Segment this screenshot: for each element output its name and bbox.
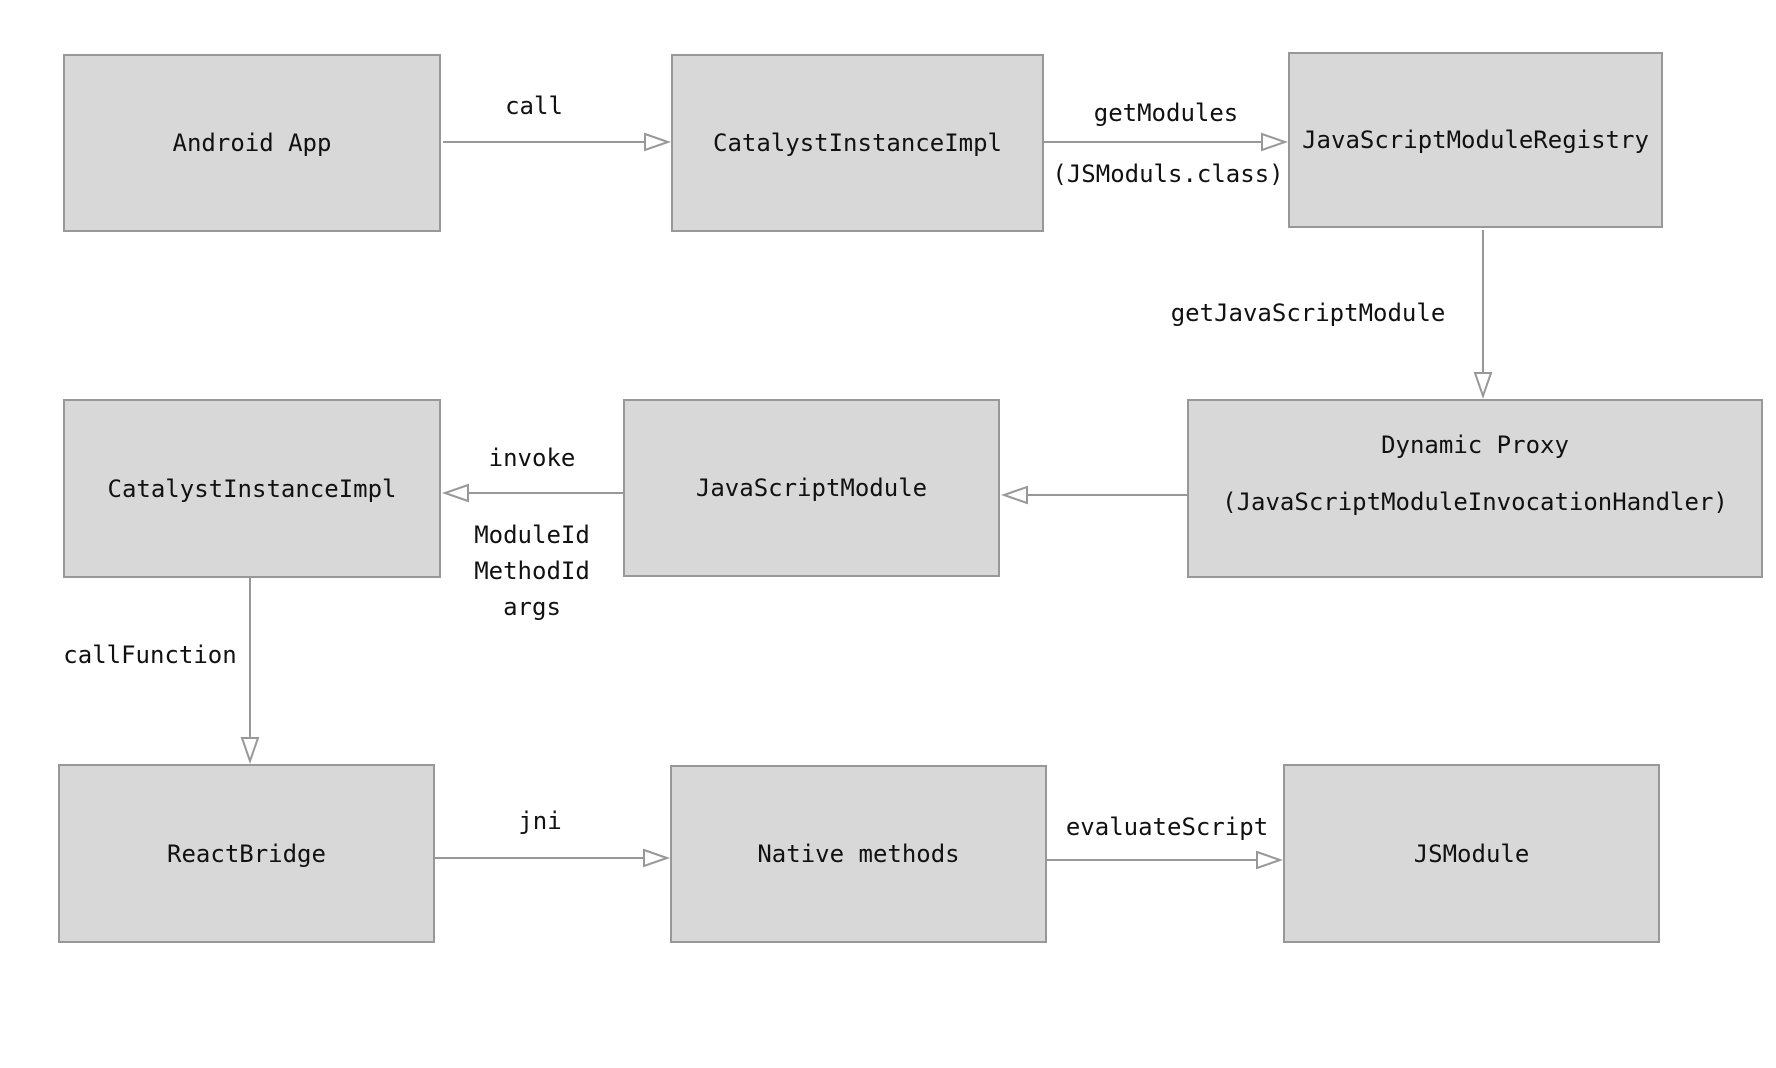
edge-label-evaluate-script: evaluateScript bbox=[1065, 813, 1269, 841]
edge-label-get-javascript-module: getJavaScriptModule bbox=[1170, 299, 1446, 327]
node-label: JavaScriptModule bbox=[695, 474, 928, 502]
node-catalyst-instance-impl-top: CatalystInstanceImpl bbox=[671, 54, 1044, 232]
edge-label-method-id: MethodId bbox=[474, 557, 590, 585]
node-label: Native methods bbox=[757, 840, 960, 868]
node-react-bridge: ReactBridge bbox=[58, 764, 435, 943]
node-dynamic-proxy: Dynamic Proxy (JavaScriptModuleInvocatio… bbox=[1187, 399, 1763, 578]
edge-label-get-modules: getModules bbox=[1093, 99, 1239, 127]
node-javascript-module-registry: JavaScriptModuleRegistry bbox=[1288, 52, 1663, 228]
node-javascript-module: JavaScriptModule bbox=[623, 399, 1000, 577]
edge-label-jsmoduls-class: (JSModuls.class) bbox=[1052, 160, 1284, 188]
node-label: CatalystInstanceImpl bbox=[713, 129, 1002, 157]
edge-label-args: args bbox=[503, 593, 561, 621]
node-android-app: Android App bbox=[63, 54, 441, 232]
node-label: Dynamic Proxy bbox=[1381, 431, 1569, 459]
node-label: JSModule bbox=[1413, 839, 1530, 868]
edge-label-call: call bbox=[505, 92, 563, 120]
edge-label-module-id: ModuleId bbox=[474, 521, 590, 549]
edge-label-jni: jni bbox=[518, 807, 562, 835]
node-label: JavaScriptModuleRegistry bbox=[1302, 126, 1649, 154]
node-label: ReactBridge bbox=[167, 839, 326, 868]
node-native-methods: Native methods bbox=[670, 765, 1047, 943]
edge-label-invoke: invoke bbox=[488, 444, 576, 472]
node-catalyst-instance-impl-mid: CatalystInstanceImpl bbox=[63, 399, 441, 578]
node-label: Android App bbox=[172, 129, 332, 157]
node-label: CatalystInstanceImpl bbox=[107, 474, 397, 503]
node-sublabel: (JavaScriptModuleInvocationHandler) bbox=[1222, 488, 1728, 516]
node-js-module: JSModule bbox=[1283, 764, 1660, 943]
edge-label-call-function: callFunction bbox=[63, 641, 237, 669]
